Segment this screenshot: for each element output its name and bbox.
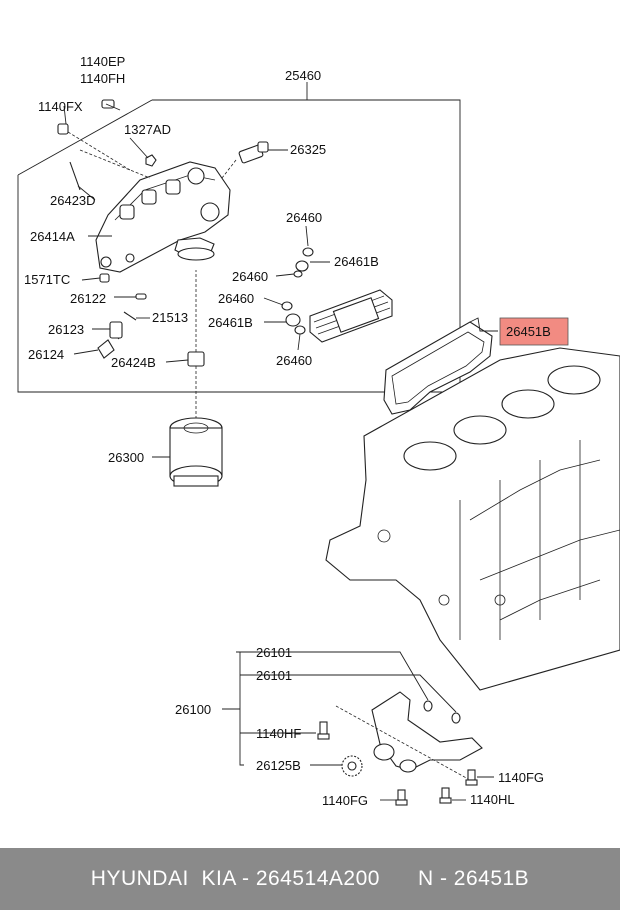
oil-cooler-icon [309,289,393,343]
spring-26123-icon [109,321,123,340]
label-26123: 26123 [48,322,84,337]
label-26423D: 26423D [50,193,96,208]
plug-1571TC-icon [99,273,110,283]
label-1140HL: 1140HL [470,792,515,807]
label-26101-a: 26101 [256,645,292,660]
highlight-box-26451B [499,317,569,346]
label-1571TC: 1571TC [24,272,70,287]
label-1140FH: 1140FH [80,71,125,86]
oil-filter-26300-icon [169,417,223,487]
label-26460-a: 26460 [286,210,322,225]
label-1140FG-bottom: 1140FG [322,793,368,808]
label-26451B: 26451B [506,324,551,339]
label-26125B: 26125B [256,758,301,773]
pin-26122-icon [135,293,147,300]
bolt-1140EP-icon [101,99,121,111]
bolt-26423D-icon [69,149,151,191]
oring-26460-upper-icon [293,247,314,278]
exploded-parts-diagram: 25460 1140EP 1140FH 1140FX 1327AD 26325 … [17,54,620,808]
label-1140FG-right: 1140FG [498,770,544,785]
label-1140FX: 1140FX [38,99,83,114]
label-26124: 26124 [28,347,64,362]
oring-26101-a-icon [423,700,433,712]
footer-part-number-text: HYUNDAI KIA - 264514A200 N - 26451B [90,867,530,890]
pin-21513-icon [123,311,137,321]
label-26460-c: 26460 [218,291,254,306]
label-26461B-b: 26461B [208,315,253,330]
oring-26101-b-icon [451,712,461,724]
label-21513: 21513 [152,310,188,325]
label-26414A: 26414A [30,229,75,244]
label-26460-d: 26460 [276,353,312,368]
label-1140HF: 1140HF [256,726,301,741]
label-26100: 26100 [175,702,211,717]
bolt-1140FX-icon [57,123,131,171]
label-25460: 25460 [285,68,321,83]
label-26461B-a: 26461B [334,254,379,269]
sprocket-26125B-icon [341,755,363,777]
label-26300: 26300 [108,450,144,465]
gasket-26451B-icon [383,321,493,415]
footer-bar: HYUNDAI KIA - 264514A200 N - 26451B [0,848,620,910]
label-26325: 26325 [290,142,326,157]
bolt-1140HF-icon [317,721,330,740]
oil-pump-bracket-icon [335,691,483,781]
oil-pressure-switch-26325-icon [221,141,269,179]
label-26122: 26122 [70,291,106,306]
fitting-26424B-icon [187,270,205,420]
label-1327AD: 1327AD [124,122,171,137]
nut-1327AD-icon [145,154,157,167]
bolt-1140FG-right-icon [465,769,478,786]
bolt-1140FG-bottom-icon [395,789,408,806]
leader-lines [63,105,498,801]
valve-26124-icon [97,339,115,359]
oil-filter-housing-body [95,161,231,273]
oring-26460-lower-icon [281,301,306,335]
label-1140EP: 1140EP [80,54,125,69]
label-26460-b: 26460 [232,269,268,284]
engine-block-icon [325,347,620,691]
label-26424B: 26424B [111,355,156,370]
oil-filter-housing-assembly-frame [17,82,461,393]
label-26101-b: 26101 [256,668,292,683]
bolt-1140HL-icon [439,787,452,804]
